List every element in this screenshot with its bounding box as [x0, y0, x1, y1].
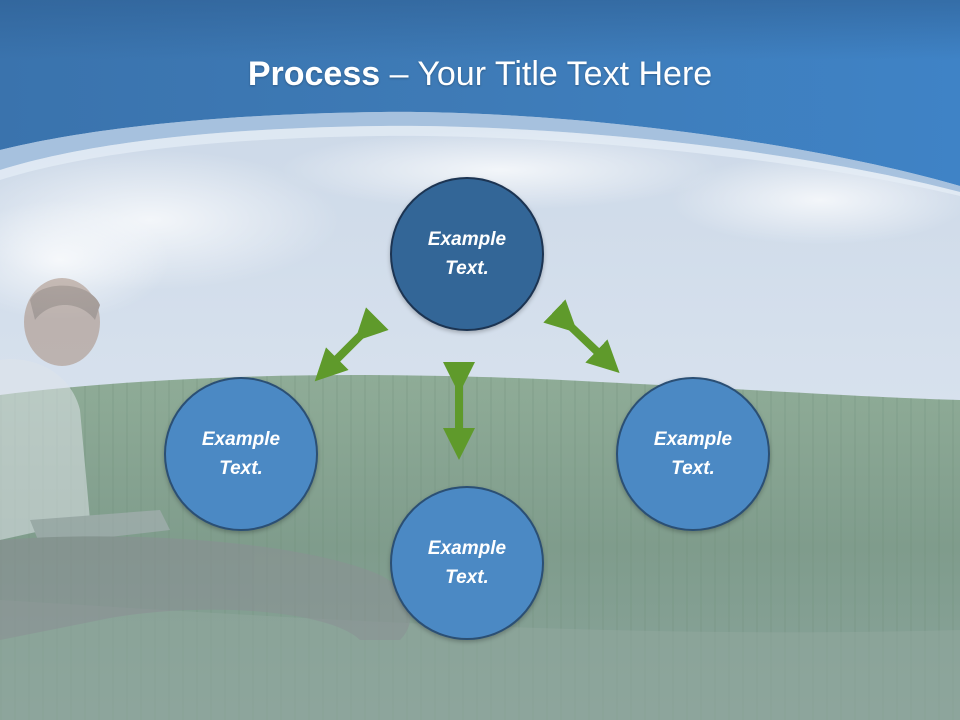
circle-node-left: Example Text.	[164, 377, 318, 531]
node-top-text: Example Text.	[407, 225, 527, 283]
circle-node-bottom: Example Text.	[390, 486, 544, 640]
node-left-text: Example Text.	[181, 425, 301, 483]
node-bottom-line2: Text.	[445, 567, 489, 588]
node-bottom-text: Example Text.	[407, 534, 527, 592]
slide-title: Process – Your Title Text Here	[0, 50, 960, 98]
node-top-line1: Example	[427, 229, 507, 250]
node-left-line2: Text.	[219, 458, 263, 479]
node-top-line2: Text.	[445, 258, 489, 279]
node-right-text: Example Text.	[633, 425, 753, 483]
circle-node-top: Example Text.	[390, 177, 544, 331]
title-bold: Process	[247, 55, 381, 93]
node-right-line2: Text.	[671, 458, 715, 479]
circle-node-right: Example Text.	[616, 377, 770, 531]
node-left-line1: Example	[201, 429, 281, 450]
node-bottom-line1: Example	[427, 538, 507, 559]
title-rest: – Your Title Text Here	[380, 55, 713, 93]
node-right-line1: Example	[653, 429, 733, 450]
